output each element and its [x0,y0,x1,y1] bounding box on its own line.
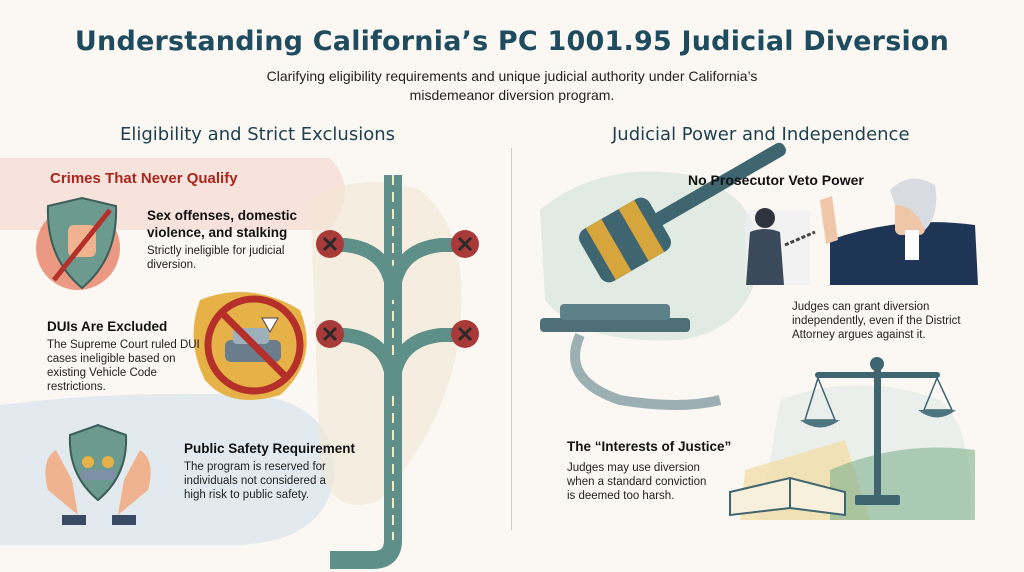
protective-hands-icon [45,423,151,525]
page-subtitle: Clarifying eligibility requirements and … [266,68,758,103]
item-title-public-safety: Public Safety Requirement [184,441,356,456]
judge-illustration [820,178,978,285]
center-divider [511,148,512,530]
shield-fist-icon [36,196,120,290]
item-text-interests-of-justice: Judges may use diversion when a standard… [567,462,707,502]
left-section-heading: Eligibility and Strict Exclusions [120,124,396,145]
page-title: Understanding California’s PC 1001.95 Ju… [74,26,950,57]
right-section-heading: Judicial Power and Independence [612,124,910,145]
item-text-sex-offenses: Strictly ineligible for judicial diversi… [147,245,285,271]
gavel-icon [540,142,787,410]
blocked-sign-icon [316,230,479,348]
item-text-public-safety: The program is reserved for individuals … [184,461,326,501]
item-text-no-veto: Judges can grant diversion independently… [792,301,961,341]
crimes-banner: Crimes That Never Qualify [50,170,238,187]
item-text-dui: The Supreme Court ruled DUI cases inelig… [47,339,200,393]
item-title-no-veto: No Prosecutor Veto Power [688,172,864,188]
item-title-interests-of-justice: The “Interests of Justice” [567,439,732,454]
scales-of-justice-icon [729,357,975,520]
no-drunk-driving-icon [193,292,307,400]
item-title-dui: DUIs Are Excluded [47,319,168,334]
road-illustration [330,175,455,569]
item-title-sex-offenses: Sex offenses, domestic violence, and sta… [147,208,298,240]
defendant-illustration [745,208,816,285]
